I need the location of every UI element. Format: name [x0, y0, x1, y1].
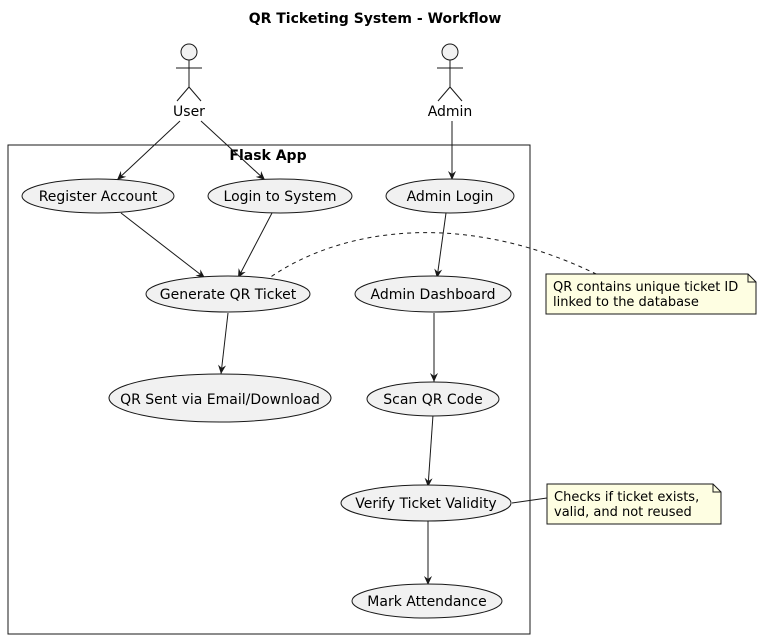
actor-user-head	[180, 43, 198, 61]
edge-login-generate	[237, 212, 273, 279]
usecase-qr-sent-label: QR Sent via Email/Download	[120, 392, 320, 408]
note-verify-shape	[546, 483, 722, 525]
system-boundary	[7, 144, 531, 635]
actor-admin-head	[441, 43, 459, 61]
usecase-register-account-label: Register Account	[39, 189, 158, 205]
note-verify-line-1: Checks if ticket exists,	[554, 490, 699, 505]
note-qr-line-1: QR contains unique ticket ID	[553, 280, 738, 295]
note-verify: Checks if ticket exists, valid, and not …	[546, 483, 722, 525]
usecase-generate-qr-ticket	[145, 275, 311, 313]
usecase-register-account	[21, 178, 175, 214]
edge-adminlogin-dashboard	[434, 212, 447, 279]
usecase-admin-dashboard-label: Admin Dashboard	[370, 287, 495, 303]
edge-user-login	[200, 120, 266, 181]
usecase-qr-sent	[108, 373, 332, 423]
edge-generate-sent	[218, 312, 229, 375]
actor-user	[176, 43, 202, 102]
usecase-generate-qr-ticket-label: Generate QR Ticket	[160, 287, 297, 303]
usecase-admin-login	[385, 178, 515, 214]
usecase-scan-qr-code	[366, 381, 500, 417]
note-verify-fold	[712, 484, 721, 493]
edge-user-register	[116, 120, 181, 181]
actor-admin-label: Admin	[428, 104, 473, 120]
usecase-verify-ticket-validity	[340, 484, 512, 522]
edge-register-generate	[120, 212, 206, 279]
usecase-scan-qr-code-label: Scan QR Code	[383, 392, 483, 408]
usecase-verify-ticket-validity-label: Verify Ticket Validity	[355, 496, 496, 512]
boundary-label: Flask App	[229, 148, 306, 164]
note-qr: QR contains unique ticket ID linked to t…	[545, 273, 757, 315]
note-qr-line-2: linked to the database	[553, 295, 699, 310]
note-verify-line-2: valid, and not reused	[554, 505, 692, 520]
actor-user-label: User	[173, 104, 205, 120]
edge-scan-verify	[424, 414, 434, 488]
usecase-mark-attendance	[351, 583, 503, 619]
usecase-admin-login-label: Admin Login	[407, 189, 494, 205]
usecase-mark-attendance-label: Mark Attendance	[367, 594, 486, 610]
diagram-title: QR Ticketing System - Workflow	[249, 11, 502, 27]
note-qr-shape	[545, 273, 757, 315]
usecase-admin-dashboard	[354, 275, 512, 313]
note-qr-fold	[747, 274, 756, 283]
note-link-verify	[511, 497, 548, 504]
usecase-login-to-system	[207, 178, 353, 214]
usecase-login-to-system-label: Login to System	[224, 189, 337, 205]
actor-admin	[437, 43, 463, 102]
